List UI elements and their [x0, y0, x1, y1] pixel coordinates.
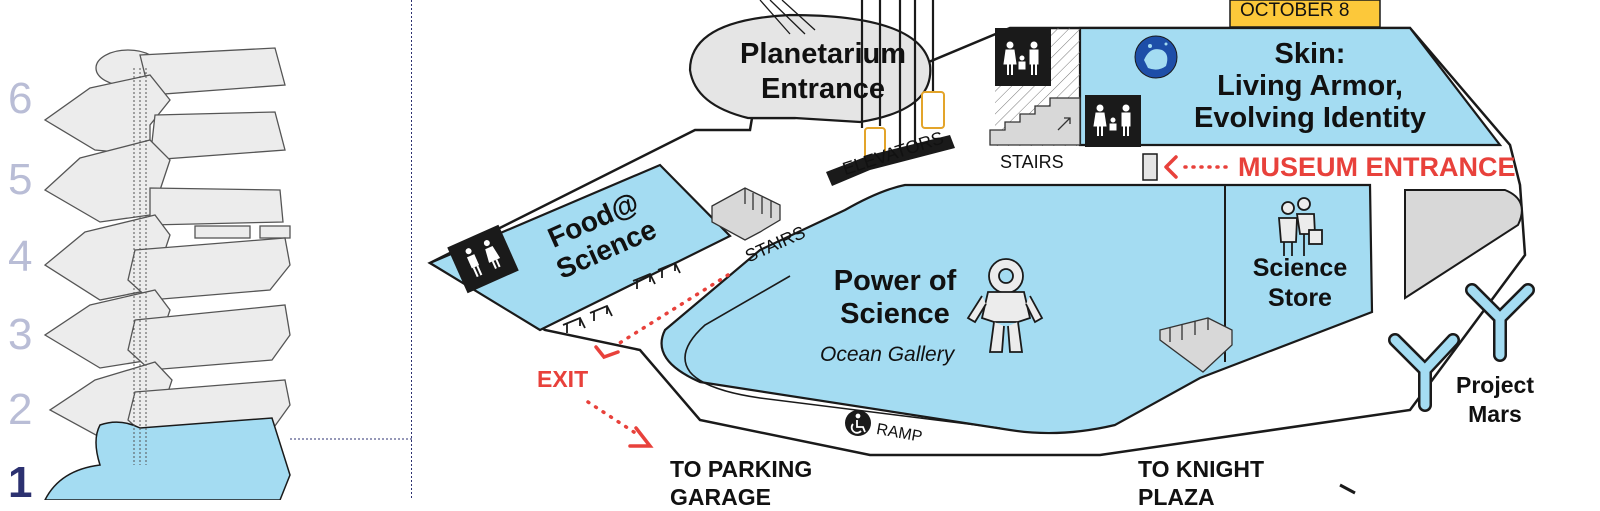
level-6-button[interactable]: 6 — [8, 74, 33, 123]
panel-divider — [411, 0, 412, 500]
stairs-icon — [1159, 317, 1233, 373]
ocean-gallery-label: Ocean Gallery — [820, 343, 955, 366]
project-mars-area[interactable] — [1404, 189, 1523, 300]
entrance-door-icon[interactable] — [1142, 153, 1158, 181]
exit-label[interactable]: EXIT — [537, 366, 589, 392]
table-icon — [562, 261, 681, 333]
level-3-button[interactable]: 3 — [8, 310, 33, 359]
museum-entrance-label[interactable]: MUSEUM ENTRANCE — [1238, 152, 1516, 182]
skin-line-2: Living Armor, — [1217, 70, 1403, 102]
elevator-icon[interactable] — [921, 91, 945, 129]
stairs-icon — [989, 97, 1081, 146]
banner-text: OCTOBER 8 — [1240, 0, 1350, 21]
floor-3-shape[interactable] — [43, 289, 291, 371]
floor-1-map — [427, 0, 1535, 495]
science-store-label: Science Store — [1252, 254, 1348, 312]
level-5-button[interactable]: 5 — [8, 155, 33, 204]
level-2-button[interactable]: 2 — [8, 385, 33, 434]
museum-map: 6 5 4 3 2 1 — [8, 0, 1535, 510]
diver-suit-icon — [966, 258, 1044, 353]
date-banner — [1229, 0, 1381, 28]
skin-line-3: Evolving Identity — [1193, 102, 1427, 134]
entrance-arrow — [1164, 155, 1234, 179]
elevator-cables — [860, 0, 935, 150]
to-knight-label[interactable]: TO KNIGHT PLAZA — [1138, 456, 1265, 510]
exit-arrow — [586, 273, 730, 448]
restroom-icon — [447, 224, 519, 294]
floor-6-shape[interactable] — [43, 47, 286, 156]
stairs-top-label: STAIRS — [1000, 152, 1064, 172]
floor-1-shape[interactable] — [44, 417, 291, 500]
level-4-button[interactable]: 4 — [8, 232, 33, 281]
planetarium-label: Planetarium Entrance — [740, 38, 906, 105]
ramp-path — [684, 275, 1001, 429]
level-1-button[interactable]: 1 — [8, 458, 33, 507]
project-mars-label: Project Mars — [1456, 372, 1534, 427]
stairs-icon — [711, 187, 781, 241]
floor-stack — [43, 47, 412, 500]
shopper-icon — [1278, 197, 1323, 256]
skin-title: Skin: — [1274, 38, 1346, 70]
to-parking-label[interactable]: TO PARKING GARAGE — [670, 456, 813, 510]
floor-outline — [427, 26, 1527, 457]
elevator-band — [826, 135, 955, 186]
planetarium-callout[interactable] — [688, 0, 932, 124]
food-area[interactable] — [427, 163, 732, 332]
floor-4-shape[interactable] — [43, 187, 291, 301]
power-of-science-label: Power of Science — [833, 265, 957, 330]
